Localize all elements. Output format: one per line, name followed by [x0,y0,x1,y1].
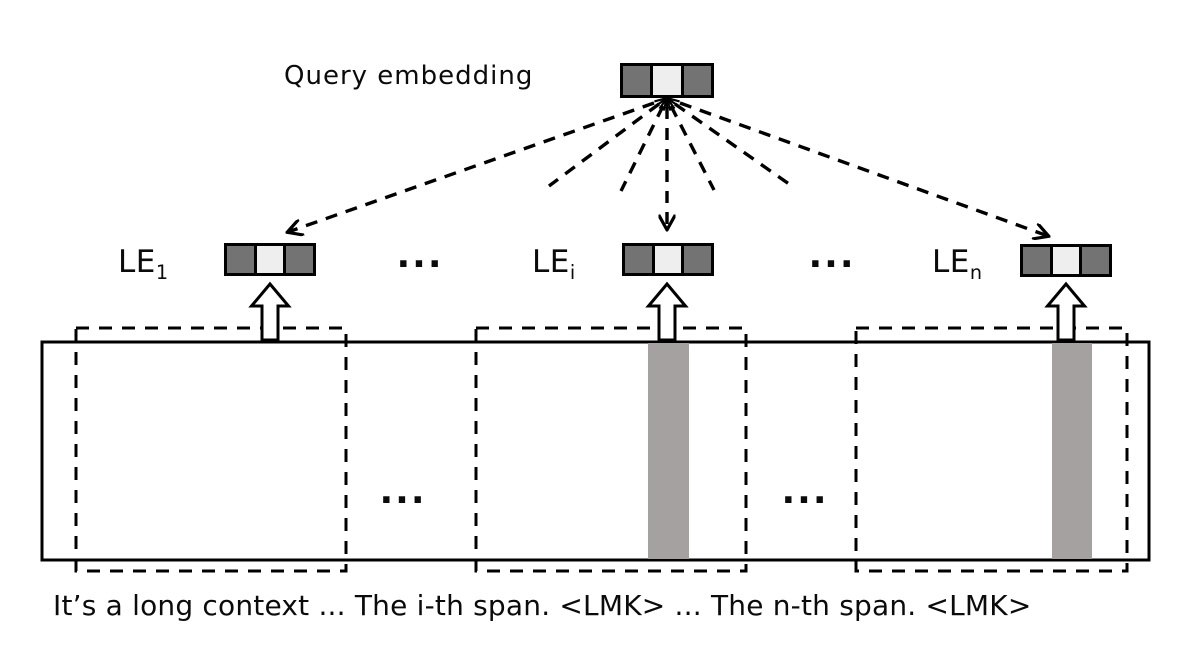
encode-arrow-icon-i [645,281,689,342]
ellipsis-le-row-right: ... [808,235,856,276]
landmark-label-1: LE1 [118,244,169,285]
span-box-i [474,326,748,573]
embedding-cell-dark [1082,247,1110,274]
embedding-cell-dark [683,66,711,95]
embedding-cell-dark [625,246,652,273]
attention-stub-right-inner [669,105,716,191]
ellipsis-context-right: ... [781,471,829,512]
long-context-box [40,340,1151,562]
query-embedding-vector [620,63,714,98]
landmark-label-n: LEn [932,244,983,285]
embedding-cell-light [654,246,682,273]
attention-stub-left-inner [619,105,665,192]
context-caption: It’s a long context ... The i-th span. <… [53,589,1032,622]
lmk-token-bar-i [648,343,689,559]
embedding-cell-dark [286,246,314,273]
landmark-label-n-sub: n [969,261,983,285]
landmark-embedding-vector-n [1020,244,1112,277]
embedding-cell-dark [623,66,651,95]
embedding-cell-light [653,66,681,95]
encode-arrow-icon-1 [248,281,292,342]
attention-arrow-to-len [679,101,1048,236]
landmark-label-1-main: LE [118,244,156,280]
landmark-embedding-vector-i [622,243,714,276]
embedding-cell-dark [227,246,254,273]
attention-burst-icon [654,96,680,111]
attention-stub-left-outer [547,102,661,188]
embedding-cell-dark [684,246,712,273]
landmark-label-i-main: LE [532,244,570,280]
embedding-cell-light [1052,247,1080,274]
encode-arrow-icon-n [1044,281,1088,342]
landmark-label-n-main: LE [932,244,970,280]
lmk-token-bar-n [1052,343,1092,559]
embedding-cell-light [256,246,284,273]
attention-stub-right-outer [674,102,790,186]
landmark-label-i-sub: i [569,261,576,285]
landmark-embedding-vector-1 [224,243,316,276]
landmark-label-i: LEi [532,244,576,285]
landmark-label-1-sub: 1 [155,261,169,285]
query-embedding-label: Query embedding [284,61,534,91]
span-box-1 [74,326,348,573]
ellipsis-context-left: ... [379,471,427,512]
attention-arrow-to-le1 [288,101,655,232]
ellipsis-le-row-left: ... [396,235,444,276]
embedding-cell-dark [1023,247,1050,274]
span-box-n [854,326,1129,573]
attention-fan-icon [288,101,1048,236]
